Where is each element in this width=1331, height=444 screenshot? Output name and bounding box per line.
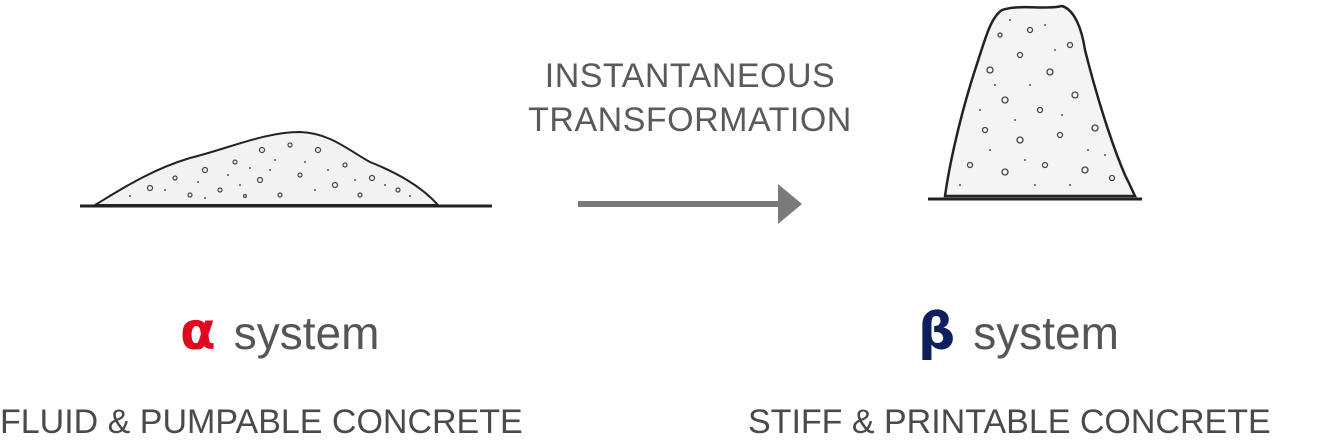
fluid-concrete-caption: FLUID & PUMPABLE CONCRETE <box>0 403 523 441</box>
stiff-concrete-caption: STIFF & PRINTABLE CONCRETE <box>748 403 1271 441</box>
transformation-label: INSTANTANEOUS TRANSFORMATION <box>520 54 860 142</box>
transformation-line-2: TRANSFORMATION <box>528 101 852 139</box>
beta-system-word: system <box>973 307 1119 359</box>
transformation-line-1: INSTANTANEOUS <box>544 57 836 95</box>
beta-symbol: β <box>918 302 956 362</box>
alpha-symbol: α <box>180 302 216 362</box>
transformation-arrow <box>578 184 802 224</box>
alpha-system-word: system <box>233 307 380 359</box>
stiff-concrete-column-illustration <box>928 4 1142 201</box>
fluid-concrete-pile-illustration <box>80 130 492 208</box>
